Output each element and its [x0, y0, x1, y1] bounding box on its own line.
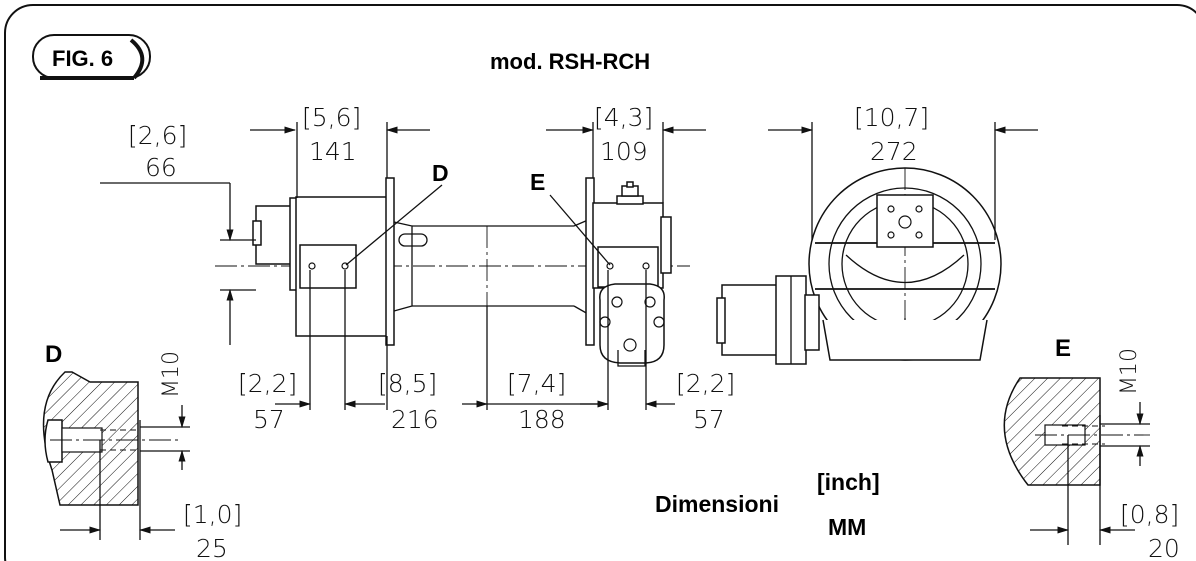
label-e: E: [530, 169, 545, 195]
detail-d-thread: M10: [159, 351, 184, 398]
units-inch: [inch]: [817, 469, 880, 495]
detail-e-depth-inch: [0,8]: [1120, 500, 1179, 529]
dim-109-mm: 109: [600, 137, 648, 166]
figure-badge: FIG. 6: [32, 34, 151, 80]
detail-d-depth-inch: [1,0]: [183, 500, 242, 529]
dim-109-inch: [4,3]: [594, 103, 653, 132]
detail-d-label: D: [45, 341, 62, 368]
detail-e-depth-mm: 20: [1148, 534, 1180, 561]
dim-272-mm: 272: [870, 137, 918, 166]
dim-66-inch: [2,6]: [128, 121, 187, 150]
units-mm: MM: [828, 514, 866, 540]
dim-216-mm: 216: [391, 405, 439, 434]
units-word: Dimensioni: [655, 491, 779, 517]
dim-66-mm: 66: [145, 153, 177, 182]
dimension-lines: [60, 122, 1144, 534]
drawing-title: mod. RSH-RCH: [490, 49, 650, 74]
label-d: D: [432, 160, 449, 186]
detail-e-thread: M10: [1117, 348, 1142, 395]
dim-216-inch: [8,5]: [378, 369, 437, 398]
dim-272-inch: [10,7]: [854, 103, 929, 132]
front-view: [716, 167, 1002, 365]
dim-57-left-mm: 57: [253, 405, 285, 434]
dim-57-right-inch: [2,2]: [676, 369, 735, 398]
detail-e-label: E: [1055, 335, 1071, 362]
dim-188-mm: 188: [518, 405, 566, 434]
detail-e: [1003, 377, 1150, 545]
detail-d: [42, 371, 190, 540]
detail-d-depth-mm: 25: [196, 534, 228, 561]
dim-141-mm: 141: [309, 137, 357, 166]
drawing-frame: [4, 4, 1196, 561]
dim-141-inch: [5,6]: [302, 103, 361, 132]
dim-57-left-inch: [2,2]: [238, 369, 297, 398]
dimension-labels: [2,6] 66 [5,6] 141 [4,3] 109 [10,7] 272 …: [45, 103, 1180, 561]
side-view: [215, 177, 690, 367]
dim-188-inch: [7,4]: [507, 369, 566, 398]
dim-57-right-mm: 57: [693, 405, 725, 434]
figure-label: FIG. 6: [52, 46, 113, 71]
